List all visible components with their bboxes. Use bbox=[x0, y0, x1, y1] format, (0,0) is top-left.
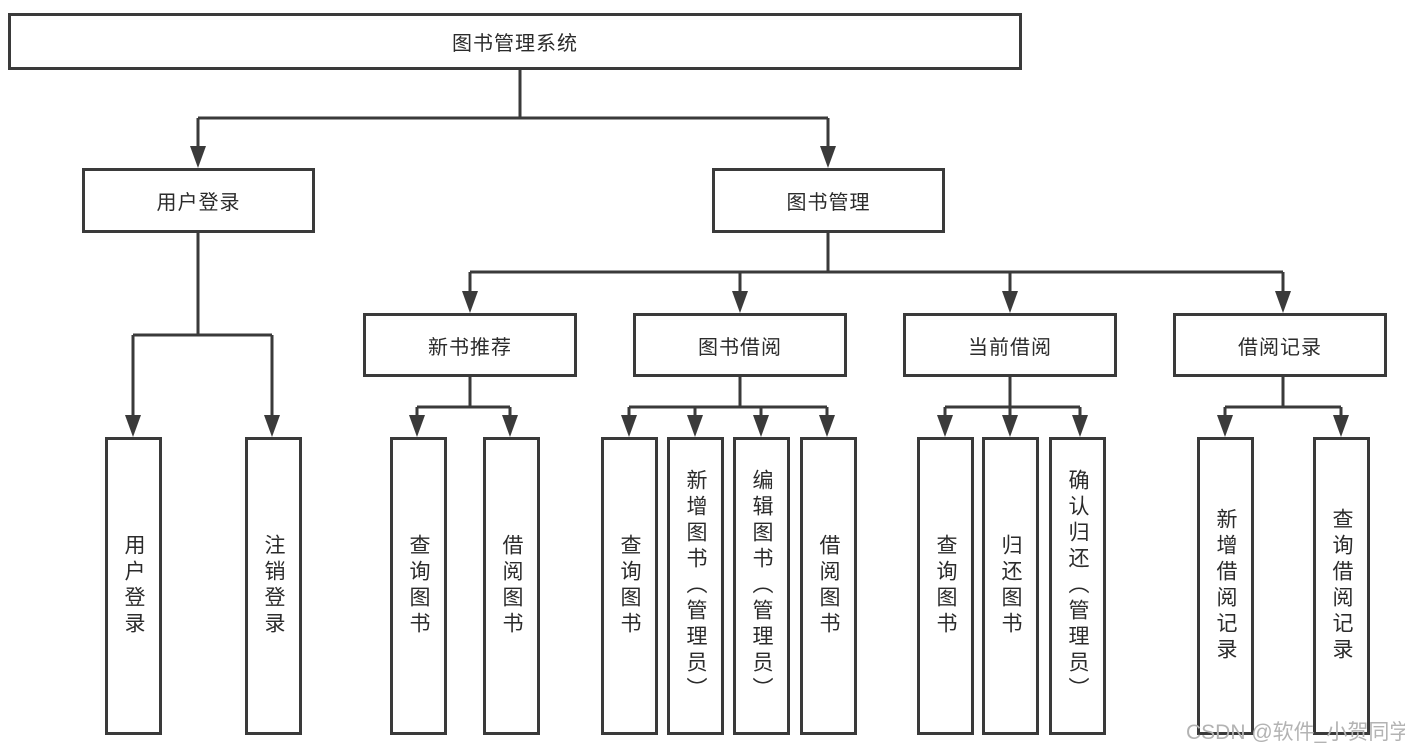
node-current-borrow: 当前借阅 bbox=[903, 313, 1117, 377]
leaf-query-books-borrow: 查询图书 bbox=[601, 437, 658, 735]
csdn-watermark: CSDN @软件_小贺同学 bbox=[1186, 721, 1405, 744]
leaf-confirm-return-admin: 确认归还（管理员） bbox=[1049, 437, 1106, 735]
leaf-add-books-admin: 新增图书（管理员） bbox=[667, 437, 724, 735]
leaf-query-books-recommend: 查询图书 bbox=[390, 437, 447, 735]
node-book-management: 图书管理 bbox=[712, 168, 945, 233]
leaf-query-borrow-record: 查询借阅记录 bbox=[1313, 437, 1370, 735]
leaf-borrow-books: 借阅图书 bbox=[800, 437, 857, 735]
leaf-user-login: 用户登录 bbox=[105, 437, 162, 735]
node-new-book-recommend: 新书推荐 bbox=[363, 313, 577, 377]
leaf-edit-books-admin: 编辑图书（管理员） bbox=[733, 437, 790, 735]
node-borrow-records: 借阅记录 bbox=[1173, 313, 1387, 377]
node-book-borrow: 图书借阅 bbox=[633, 313, 847, 377]
leaf-borrow-books-recommend: 借阅图书 bbox=[483, 437, 540, 735]
leaf-query-books-current: 查询图书 bbox=[917, 437, 974, 735]
leaf-logout-login: 注销登录 bbox=[245, 437, 302, 735]
node-user-login: 用户登录 bbox=[82, 168, 315, 233]
leaf-return-books: 归还图书 bbox=[982, 437, 1039, 735]
leaf-add-borrow-record: 新增借阅记录 bbox=[1197, 437, 1254, 735]
node-root-library-management-system: 图书管理系统 bbox=[8, 13, 1022, 70]
arrowheads bbox=[125, 146, 1349, 437]
